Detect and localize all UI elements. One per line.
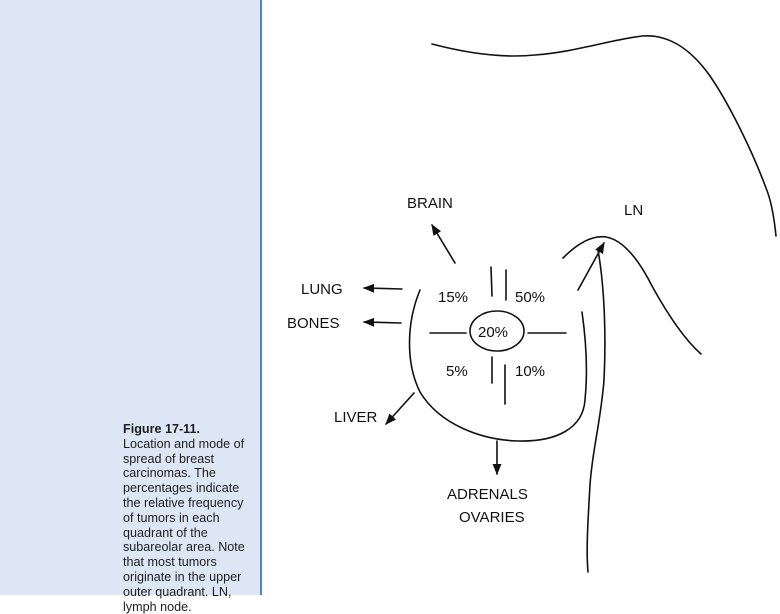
arrow-brain [432,225,455,263]
arm-outline [563,237,701,354]
breast-diagram: BRAIN LUNG BONES LIVER ADRENALS OVARIES … [262,0,780,595]
label-liver: LIVER [334,409,378,426]
figure-label: Figure 17-11. [123,422,200,436]
label-ovaries: OVARIES [459,509,525,526]
pct-upper-outer-left: 15% [438,289,468,306]
caption-panel: Figure 17-11. Location and mode of sprea… [0,0,260,595]
arrow-liver [386,393,414,424]
divider-top-left [491,267,492,296]
pct-lower-right: 10% [515,363,545,380]
pct-center: 20% [478,324,508,341]
pct-upper-outer-right: 50% [515,289,545,306]
diagram-area: BRAIN LUNG BONES LIVER ADRENALS OVARIES … [262,0,780,595]
arrow-bones [364,322,401,323]
arrow-lung [364,288,402,289]
label-bones: BONES [287,315,340,332]
label-lymph-node: LN [624,202,643,219]
breast-outline [410,290,587,441]
torso-outline [587,250,605,572]
figure-page: Figure 17-11. Location and mode of sprea… [0,0,780,595]
label-lung: LUNG [301,281,343,298]
shoulder-outline [432,36,776,236]
caption-text: Location and mode of spread of breast ca… [123,437,245,614]
label-brain: BRAIN [407,195,453,212]
label-adrenals: ADRENALS [447,486,528,503]
pct-lower-left: 5% [446,363,468,380]
figure-caption: Figure 17-11. Location and mode of sprea… [123,422,251,614]
